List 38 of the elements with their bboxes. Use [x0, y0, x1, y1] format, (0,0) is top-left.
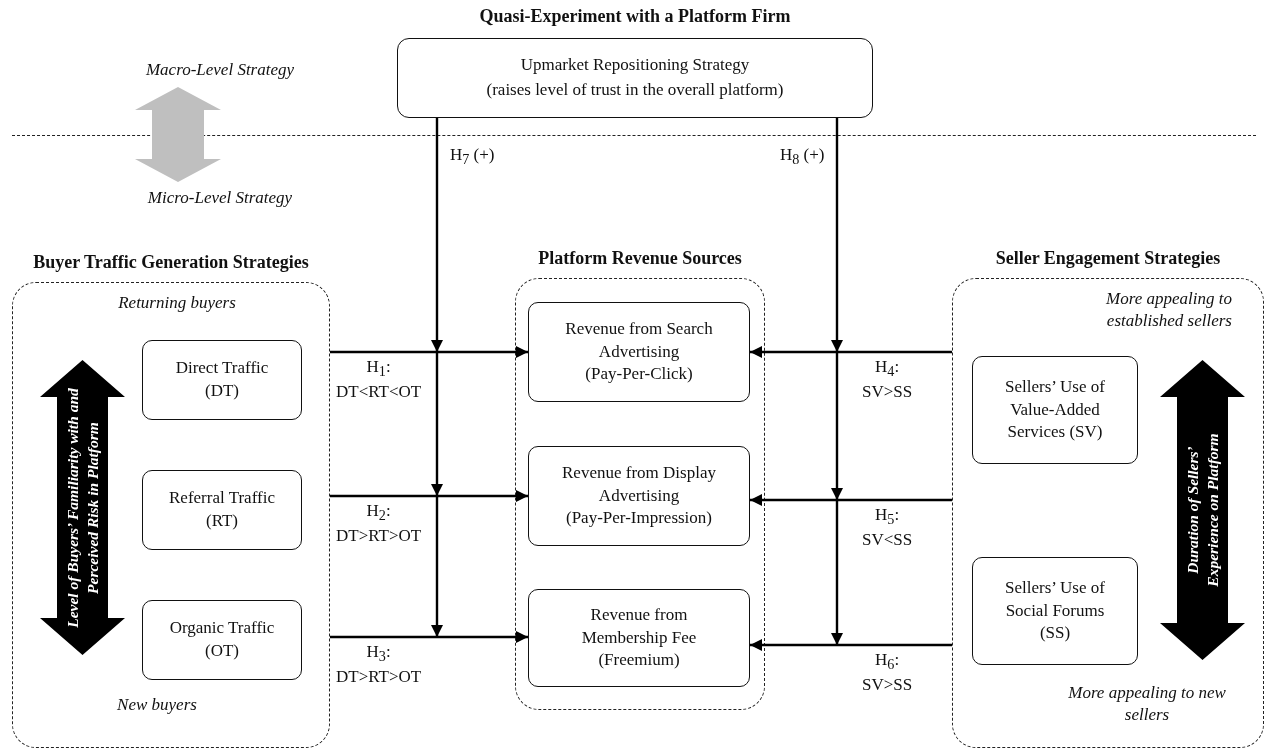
strategy-box: [528, 446, 750, 546]
strategy-box: [528, 589, 750, 687]
arrow: [330, 346, 528, 358]
box-label: Revenue from Display Advertising (Pay-Per-Impression): [561, 461, 717, 530]
arrow: [431, 118, 443, 637]
level-label: Micro-Level Strategy: [147, 188, 293, 208]
strategy-box: [142, 470, 302, 550]
box-label: Referral Traffic (RT): [168, 487, 276, 532]
box-label: Upmarket Repositioning Strategy: [520, 54, 750, 77]
strategy-box: [142, 600, 302, 680]
box-label: Direct Traffic (DT): [174, 357, 270, 402]
italic-note: More appealing to new sellers: [1067, 682, 1227, 727]
strategy-box: [142, 340, 302, 420]
level-label: Macro-Level Strategy: [145, 60, 295, 80]
arrow: [750, 346, 952, 358]
arrow: [750, 639, 952, 651]
arrow-label: Level of Buyers’ Familiarity with and Perceived Risk in Platform: [62, 386, 102, 630]
arrow-label: Duration of Sellers’ Experience on Platform: [1182, 432, 1222, 589]
box-label: (raises level of trust in the overall platform): [486, 79, 784, 101]
box-label: Revenue from Search Advertising (Pay-Per-Click): [564, 317, 714, 386]
box-label: Organic Traffic (OT): [168, 617, 276, 662]
strategy-box: [972, 557, 1138, 665]
box-label: Sellers’ Use of Value-Added Services (SV): [1004, 375, 1106, 444]
group-heading: Buyer Traffic Generation Strategies: [32, 252, 310, 273]
italic-note: Returning buyers: [117, 292, 237, 314]
strategy-box: [972, 356, 1138, 464]
italic-note: More appealing to established sellers: [1105, 288, 1232, 333]
arrow: [750, 494, 952, 506]
arrow: [330, 631, 528, 643]
group-heading: Platform Revenue Sources: [537, 248, 743, 269]
arrow: [330, 490, 528, 502]
diagram-heading: Quasi-Experiment with a Platform Firm: [478, 6, 792, 27]
italic-note: New buyers: [116, 694, 198, 716]
box-label: Revenue from Membership Fee (Freemium): [580, 603, 698, 672]
arrow: [831, 118, 843, 645]
group-heading: Seller Engagement Strategies: [994, 248, 1222, 269]
box-label: Sellers’ Use of Social Forums (SS): [1004, 576, 1106, 645]
strategy-box: [528, 302, 750, 402]
